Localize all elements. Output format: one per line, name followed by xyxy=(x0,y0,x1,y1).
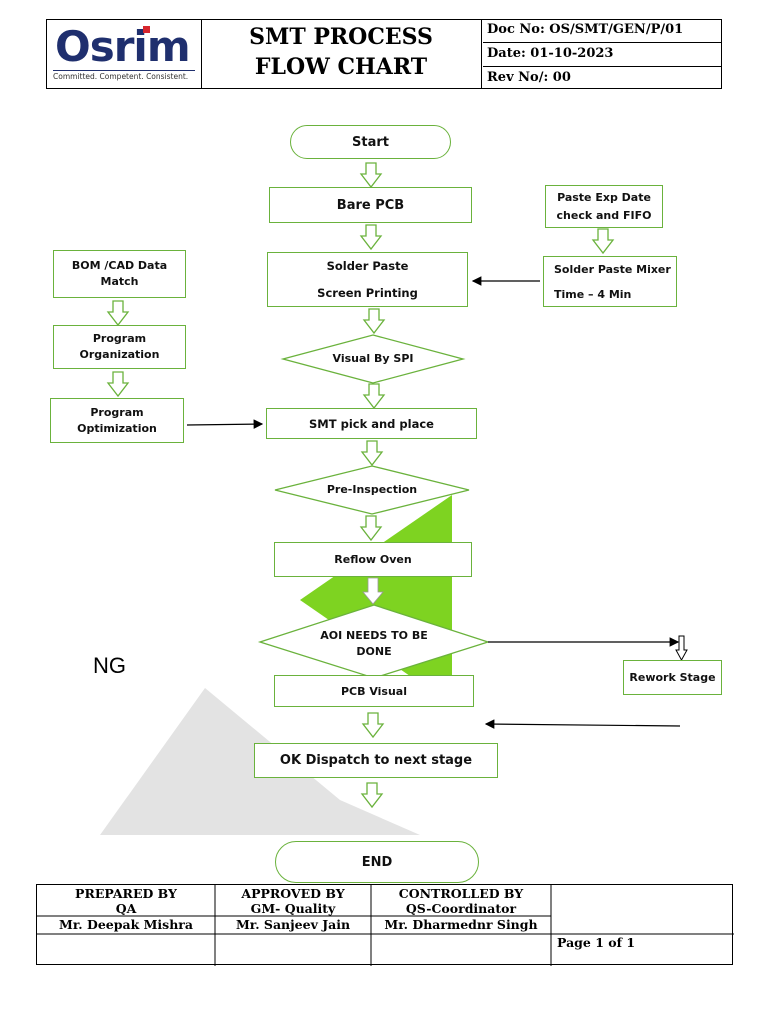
rework-hollow-down-arrow-icon xyxy=(675,635,688,662)
end-node: END xyxy=(275,841,479,883)
down-arrow-icon xyxy=(359,515,383,542)
down-arrow-icon xyxy=(106,371,130,398)
rework-stage-node: Rework Stage xyxy=(623,660,722,695)
doc-date: Date: 01-10-2023 xyxy=(483,44,722,67)
visual-spi-diamond xyxy=(280,334,466,384)
prepared-by-label: PREPARED BY xyxy=(75,886,177,901)
title-line-2: FLOW CHART xyxy=(254,54,428,80)
approved-by-role: GM- Quality xyxy=(250,901,336,916)
pcb-visual-node: PCB Visual xyxy=(274,675,474,707)
logo-cell: Osrim Committed. Competent. Consistent. xyxy=(47,20,202,88)
aoi-label: AOI NEEDS TO BE DONE xyxy=(300,628,448,660)
prepared-by-cell: PREPARED BY QA xyxy=(37,886,215,916)
visual-spi-label: Visual By SPI xyxy=(332,352,414,365)
aoi-label-line-2: DONE xyxy=(356,645,392,658)
approval-footer: PREPARED BY QA APPROVED BY GM- Quality C… xyxy=(36,884,734,966)
down-arrow-icon xyxy=(359,162,383,189)
page-number: Page 1 of 1 xyxy=(557,935,636,950)
down-arrow-icon xyxy=(106,300,130,327)
ok-dispatch-node: OK Dispatch to next stage xyxy=(254,743,498,778)
footer-grid xyxy=(37,885,734,966)
approved-by-cell: APPROVED BY GM- Quality xyxy=(215,886,371,916)
approved-by-name: Mr. Sanjeev Jain xyxy=(235,917,351,932)
doc-number: Doc No: OS/SMT/GEN/P/01 xyxy=(483,20,722,43)
pre-inspection-diamond xyxy=(274,465,470,515)
bare-pcb-node: Bare PCB xyxy=(269,187,472,223)
down-arrow-icon xyxy=(360,782,384,809)
down-arrow-icon xyxy=(591,228,615,255)
optimization-to-smt-arrow xyxy=(186,419,264,429)
reflow-oven-node: Reflow Oven xyxy=(274,542,472,577)
controlled-by-cell: CONTROLLED BY QS-Coordinator xyxy=(371,886,551,916)
logo-tagline: Committed. Competent. Consistent. xyxy=(53,70,195,81)
prepared-by-name: Mr. Deepak Mishra xyxy=(59,917,193,932)
company-logo: Osrim xyxy=(55,22,191,71)
doc-revision: Rev No/: 00 xyxy=(487,70,571,85)
controlled-by-label: CONTROLLED BY xyxy=(398,886,524,901)
down-arrow-icon xyxy=(362,383,386,410)
down-arrow-icon xyxy=(359,224,383,251)
aoi-label-line-1: AOI NEEDS TO BE xyxy=(320,629,428,642)
rework-return-arrow xyxy=(484,719,681,729)
document-title: SMT PROCESS FLOW CHART xyxy=(201,20,482,88)
down-arrow-icon xyxy=(360,440,384,467)
document-header: Osrim Committed. Competent. Consistent. … xyxy=(46,19,722,89)
title-line-1: SMT PROCESS xyxy=(249,24,433,50)
approved-by-label: APPROVED BY xyxy=(241,886,345,901)
smt-pick-place-node: SMT pick and place xyxy=(266,408,477,439)
controlled-by-role: QS-Coordinator xyxy=(405,901,517,916)
ng-label: NG xyxy=(93,653,126,678)
start-node: Start xyxy=(290,125,451,159)
down-arrow-icon xyxy=(361,712,385,739)
reflow-down-arrow-icon xyxy=(362,577,384,605)
controlled-by-name: Mr. Dharmednr Singh xyxy=(384,917,538,932)
down-arrow-icon xyxy=(362,308,386,335)
prepared-by-role: QA xyxy=(115,901,137,916)
logo-accent-icon xyxy=(143,26,150,33)
pre-inspection-label: Pre-Inspection xyxy=(326,483,418,496)
